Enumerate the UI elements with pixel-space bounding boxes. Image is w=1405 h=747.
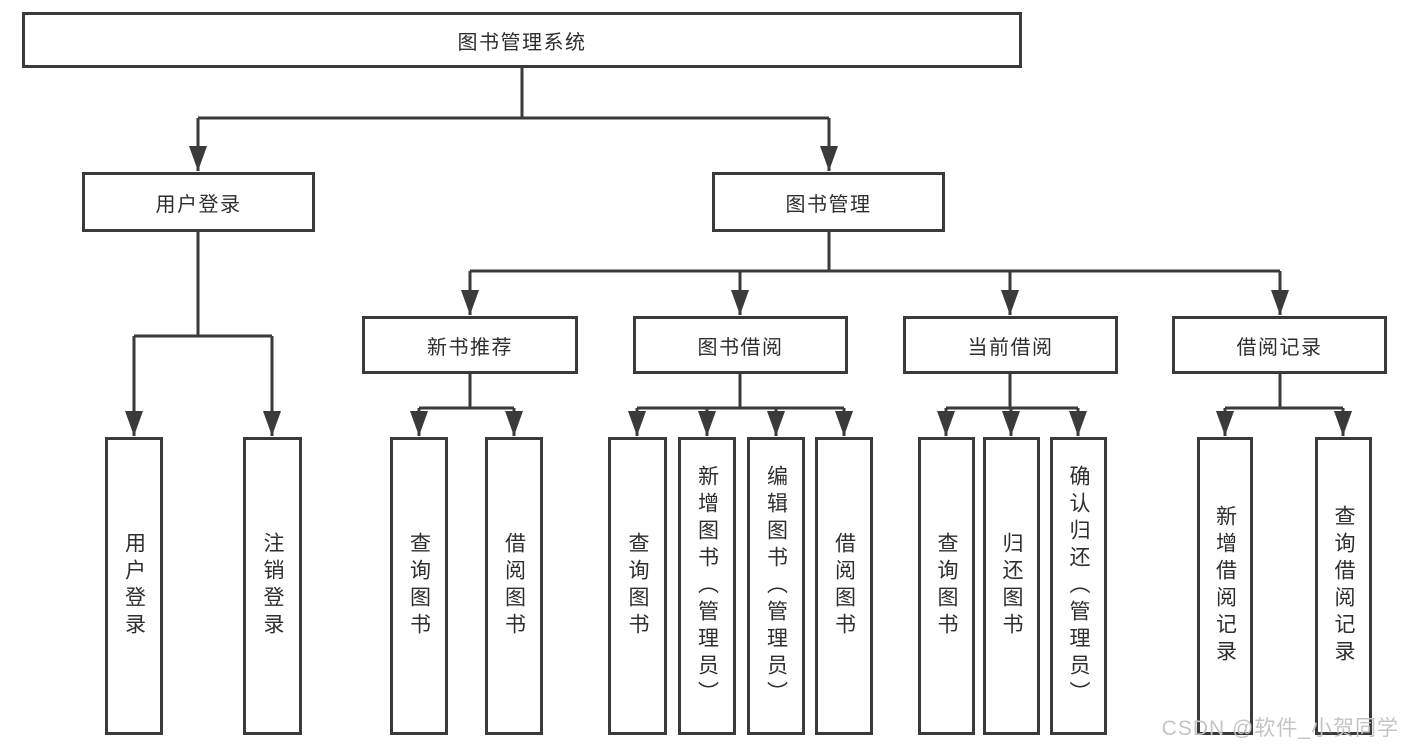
node-book-borrow: 图书借阅 (633, 316, 848, 374)
leaf-logout: 注销登录 (243, 437, 302, 735)
leaf-borrow-add: 新增图书（管理员） (678, 437, 736, 735)
leaf-newbook-borrow: 借阅图书 (485, 437, 543, 735)
leaf-user-login: 用户登录 (105, 437, 163, 735)
leaf-borrow-query: 查询图书 (608, 437, 667, 735)
leaf-current-query: 查询图书 (918, 437, 975, 735)
leaf-newbook-query: 查询图书 (390, 437, 448, 735)
node-root: 图书管理系统 (22, 12, 1022, 68)
node-book-management: 图书管理 (712, 172, 945, 232)
leaf-current-return: 归还图书 (983, 437, 1040, 735)
leaf-record-query: 查询借阅记录 (1315, 437, 1372, 735)
node-new-book-recommend: 新书推荐 (362, 316, 578, 374)
leaf-borrow-borrow: 借阅图书 (815, 437, 873, 735)
leaf-record-add: 新增借阅记录 (1197, 437, 1253, 735)
leaf-current-confirm-return: 确认归还（管理员） (1050, 437, 1107, 735)
node-borrow-records: 借阅记录 (1172, 316, 1387, 374)
watermark: CSDN @软件_小贺同学 (1161, 717, 1399, 740)
leaf-borrow-edit: 编辑图书（管理员） (747, 437, 805, 735)
node-current-borrow: 当前借阅 (903, 316, 1118, 374)
node-user-login: 用户登录 (82, 172, 315, 232)
